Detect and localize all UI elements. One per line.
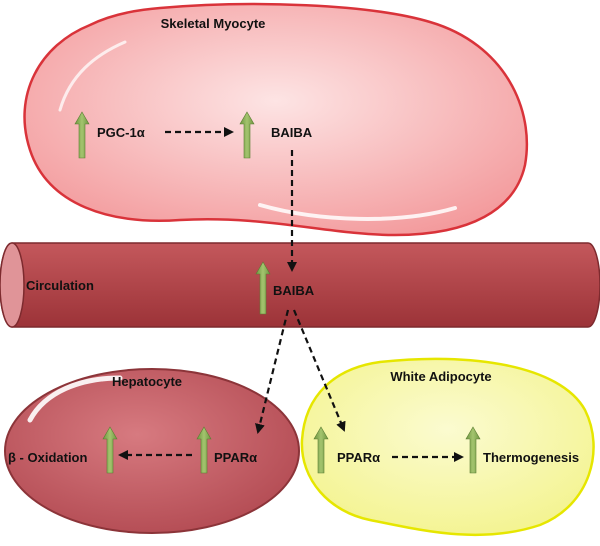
- up-arrow-icon: [74, 111, 90, 159]
- up-arrow-icon: [313, 426, 329, 474]
- hepatocyte-title: Hepatocyte: [112, 374, 182, 389]
- up-arrow-icon: [102, 426, 118, 474]
- adipocyte-body: [300, 357, 595, 537]
- circulation-baiba-label: BAIBA: [273, 283, 315, 298]
- up-arrow-icon: [255, 261, 271, 315]
- vessel-opening: [0, 242, 25, 328]
- up-arrow-icon: [465, 426, 481, 474]
- myocyte-title: Skeletal Myocyte: [161, 16, 266, 31]
- myocyte-baiba-label: BAIBA: [271, 125, 313, 140]
- myocyte-highlight-bottom: [258, 203, 457, 221]
- dashed-arrow-icon: [255, 309, 290, 434]
- skeletal-myocyte-cell: Skeletal Myocyte PGC-1α BAIBA: [23, 2, 529, 237]
- hepatocyte-ppara-label: PPARα: [214, 450, 257, 465]
- white-adipocyte-cell: White Adipocyte PPARα Thermogenesis: [300, 357, 595, 537]
- pgc1a-label: PGC-1α: [97, 125, 145, 140]
- myocyte-body: [23, 2, 529, 237]
- dashed-arrow-icon: [292, 309, 346, 432]
- adipocyte-title: White Adipocyte: [390, 369, 491, 384]
- myocyte-highlight-top: [58, 40, 127, 112]
- up-arrow-icon: [196, 426, 212, 474]
- hepatocyte-cell: Hepatocyte β - Oxidation PPARα: [4, 368, 300, 534]
- up-arrow-icon: [239, 111, 255, 159]
- thermogenesis-label: Thermogenesis: [483, 450, 579, 465]
- beta-oxidation-label: β - Oxidation: [8, 450, 87, 465]
- circulation-vessel: Circulation BAIBA: [0, 242, 600, 328]
- adipocyte-ppara-label: PPARα: [337, 450, 380, 465]
- circulation-title: Circulation: [26, 278, 94, 293]
- hepatocyte-body: [4, 368, 300, 534]
- hepatocyte-highlight: [27, 375, 123, 423]
